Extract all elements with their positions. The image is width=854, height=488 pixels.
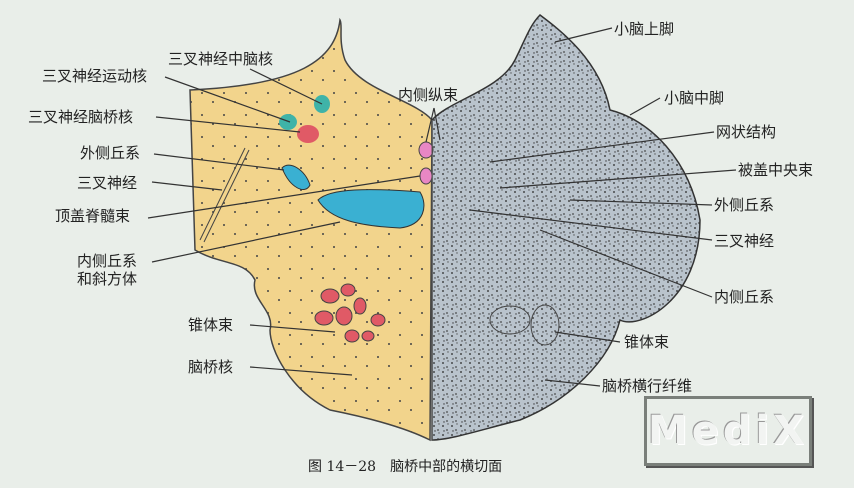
label-trigeminal-pontine-nucleus: 三叉神经脑桥核 xyxy=(28,108,134,126)
leader-lines xyxy=(147,27,737,387)
right-pyramid-outlines xyxy=(489,304,560,346)
pyramidal-tract-shapes xyxy=(314,283,386,343)
label-transverse-pontine-fibers: 脑桥横行纤维 xyxy=(602,377,693,395)
label-trigeminal-nerve-left: 三叉神经 xyxy=(77,174,138,192)
label-pyramidal-tract-left: 锥体束 xyxy=(188,316,234,334)
label-pyramidal-tract-right: 锥体束 xyxy=(624,333,670,351)
trigeminal-pontine-nucleus-shape xyxy=(297,125,319,143)
label-pontine-nuclei: 脑桥核 xyxy=(188,358,234,376)
label-medial-lemniscus-trapezoid: 内侧丘系 和斜方体 xyxy=(77,252,138,288)
label-trigeminal-nerve-right: 三叉神经 xyxy=(714,232,775,250)
figure-caption: 图 14－28 脑桥中部的横切面 xyxy=(308,459,503,475)
label-lateral-lemniscus-left: 外侧丘系 xyxy=(80,144,141,162)
label-reticular-formation: 网状结构 xyxy=(716,123,777,141)
label-tectospinal-tract: 顶盖脊髓束 xyxy=(55,207,131,225)
mlf-shape-lower xyxy=(419,167,433,185)
label-medial-longitudinal-fasciculus: 内侧纵束 xyxy=(398,86,459,104)
label-medial-lemniscus: 内侧丘系 xyxy=(714,288,775,306)
label-superior-cerebellar-peduncle: 小脑上脚 xyxy=(614,20,675,38)
mlf-shape-upper xyxy=(418,141,434,159)
label-trigeminal-mesencephalic-nucleus: 三叉神经中脑核 xyxy=(168,50,274,68)
trigeminal-motor-nucleus-shape xyxy=(279,114,297,130)
medial-lemniscus-shape xyxy=(317,189,425,229)
medix-watermark: MediX xyxy=(644,396,812,466)
lateral-lemniscus-shape xyxy=(281,164,311,190)
label-middle-cerebellar-peduncle: 小脑中脚 xyxy=(664,89,725,107)
label-lateral-lemniscus-right: 外侧丘系 xyxy=(714,196,775,214)
label-trigeminal-motor-nucleus: 三叉神经运动核 xyxy=(42,67,148,85)
label-central-tegmental-tract: 被盖中央束 xyxy=(738,161,814,179)
